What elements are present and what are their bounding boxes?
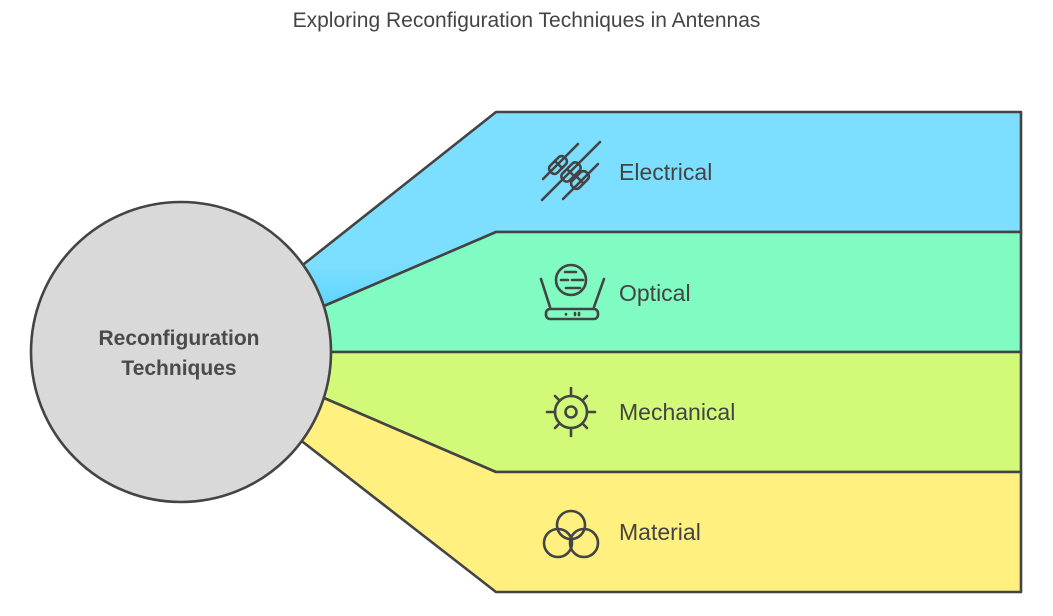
branch-optical-label: Optical [619, 280, 691, 306]
branch-mechanical-label: Mechanical [619, 399, 735, 425]
branch-material-label: Material [619, 519, 701, 545]
center-label-line2: Techniques [121, 357, 236, 380]
branch-electrical-label: Electrical [619, 159, 712, 185]
router-globe-icon [539, 263, 606, 321]
three-circles-icon [542, 509, 600, 559]
center-circle [29, 200, 333, 504]
center-node[interactable]: Reconfiguration Techniques [29, 200, 333, 504]
resistors-icon [540, 140, 602, 202]
center-label-line1: Reconfiguration [99, 327, 260, 350]
gear-sun-icon [545, 386, 597, 438]
branch-optical[interactable]: Optical [308, 230, 1023, 354]
diagram-title: Exploring Reconfiguration Techniques in … [292, 9, 761, 32]
